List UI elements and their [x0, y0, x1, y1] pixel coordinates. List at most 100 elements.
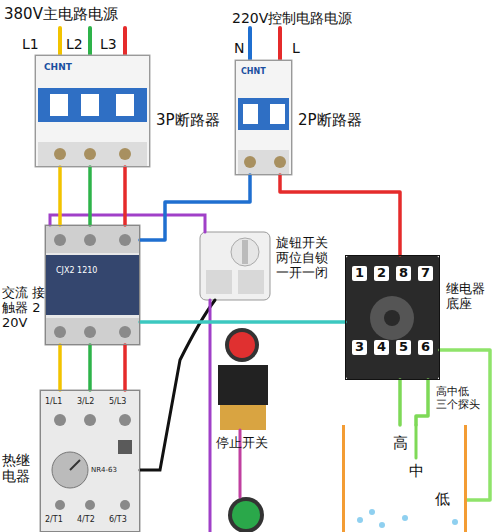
relay-base: 1287 3456 [345, 255, 440, 380]
thermal-relay-part [70, 460, 80, 470]
relay-base-part [345, 255, 440, 380]
relay-base [345, 255, 440, 380]
stop-switch-part [232, 501, 260, 529]
node-text: 高 [393, 435, 408, 452]
control-wire-part [50, 215, 205, 232]
device-label: 旋钮开关 两位自锁 一开一闭 [276, 236, 332, 281]
breaker-2p-part [235, 60, 292, 175]
node-text: 低 [435, 491, 450, 508]
wire [123, 345, 127, 390]
thermal-relay-part [52, 452, 88, 488]
contactor-part [84, 326, 96, 338]
breaker-3p-part [38, 88, 147, 122]
stop-switch-part [220, 405, 266, 430]
device-label: 3P断路器 [156, 112, 220, 129]
contactor-part [84, 234, 96, 246]
contactor-part [54, 234, 66, 246]
breaker-3p-part [35, 55, 150, 167]
rotary-switch-part [238, 270, 264, 294]
supply-heading: 380V主电路电源 [4, 6, 118, 23]
node-text: 1/L1 [45, 397, 62, 406]
breaker-3p [35, 55, 150, 167]
breaker-3p-part [81, 94, 99, 116]
device-label: 2P断路器 [298, 112, 362, 129]
node-text: NR4-63 [91, 466, 117, 474]
node-text: 7 [418, 266, 433, 281]
wire [58, 345, 62, 390]
breaker-2p-part [238, 98, 289, 130]
breaker-3p-part [116, 94, 134, 116]
phase-label: L3 [100, 36, 117, 52]
control-wire-part [209, 300, 212, 532]
node-text: 4/T2 [77, 515, 95, 524]
phase-label: L1 [22, 36, 39, 52]
breaker-2p: CHNT [235, 60, 292, 175]
water-drops-part [369, 509, 375, 515]
phase-label: L2 [66, 36, 83, 52]
node-text: 8 [396, 266, 411, 281]
node-text: 1 [352, 266, 367, 281]
breaker-3p-part [38, 142, 147, 166]
wire [123, 167, 127, 225]
phase-label: N [234, 40, 244, 56]
node-text: 6/T3 [109, 515, 127, 524]
rotary-switch-part [231, 238, 259, 266]
stop-switch-part [228, 497, 264, 532]
thermal-relay-part [118, 440, 132, 454]
supply-wire-part [278, 28, 282, 62]
probe-label: 高中低 三个探头 [436, 386, 482, 411]
device-label: 停止开关 [216, 436, 268, 451]
stop-switch [218, 328, 268, 532]
node-text: 5 [396, 340, 411, 355]
node-text: 6 [418, 340, 433, 355]
breaker-3p-part [84, 148, 96, 160]
node-text: 2 [374, 266, 389, 281]
rotary-switch-part [242, 240, 248, 264]
wire [140, 320, 345, 324]
device-label: 热继 电器 [2, 452, 32, 484]
relay-base-part [384, 310, 400, 326]
breaker-2p-part [244, 156, 256, 168]
stop-switch-part [225, 328, 259, 362]
node-text: CHNT [44, 62, 72, 72]
contactor-part [45, 255, 140, 315]
control-wire [50, 215, 416, 532]
node-text: 中 [409, 463, 424, 480]
contactor: CJX2 1210 [45, 225, 140, 345]
contactor [45, 225, 140, 345]
breaker-2p-part [243, 104, 258, 124]
node-text: 5/L3 [109, 397, 126, 406]
supply-wire-part [123, 28, 127, 58]
thermal-relay [40, 390, 140, 532]
node-text: 2/T1 [45, 515, 63, 524]
wire [88, 167, 92, 225]
supply-wire-part [88, 28, 92, 58]
node-text: CJX2 1210 [56, 266, 97, 275]
stop-switch-part [218, 365, 268, 405]
breaker-3p-part [54, 148, 66, 160]
contactor-part [45, 318, 140, 345]
supply-heading: 220V控制电路电源 [232, 10, 352, 26]
wire [140, 175, 250, 240]
thermal-relay-part [119, 414, 131, 426]
water-drops-part [379, 522, 385, 528]
rotary-switch-part [200, 232, 270, 300]
node-text: 3 [352, 340, 367, 355]
contactor-part [119, 234, 131, 246]
water-drops-part [402, 515, 408, 521]
phase-label: L [292, 40, 300, 56]
device-label: 交流 接触器 220V [2, 286, 46, 331]
water-drops-part [357, 517, 363, 523]
breaker-2p [235, 60, 292, 175]
relay-base-part [370, 296, 414, 340]
thermal-relay-part [40, 390, 140, 532]
thermal-relay: 1/L13/L25/L3NR4-632/T14/T26/T3 [40, 390, 140, 532]
thermal-relay-part [85, 500, 95, 510]
breaker-2p-part [238, 150, 289, 174]
wire [88, 345, 92, 390]
node-text: 4 [374, 340, 389, 355]
supply-wire-part [248, 28, 252, 62]
contactor-part [45, 225, 140, 345]
